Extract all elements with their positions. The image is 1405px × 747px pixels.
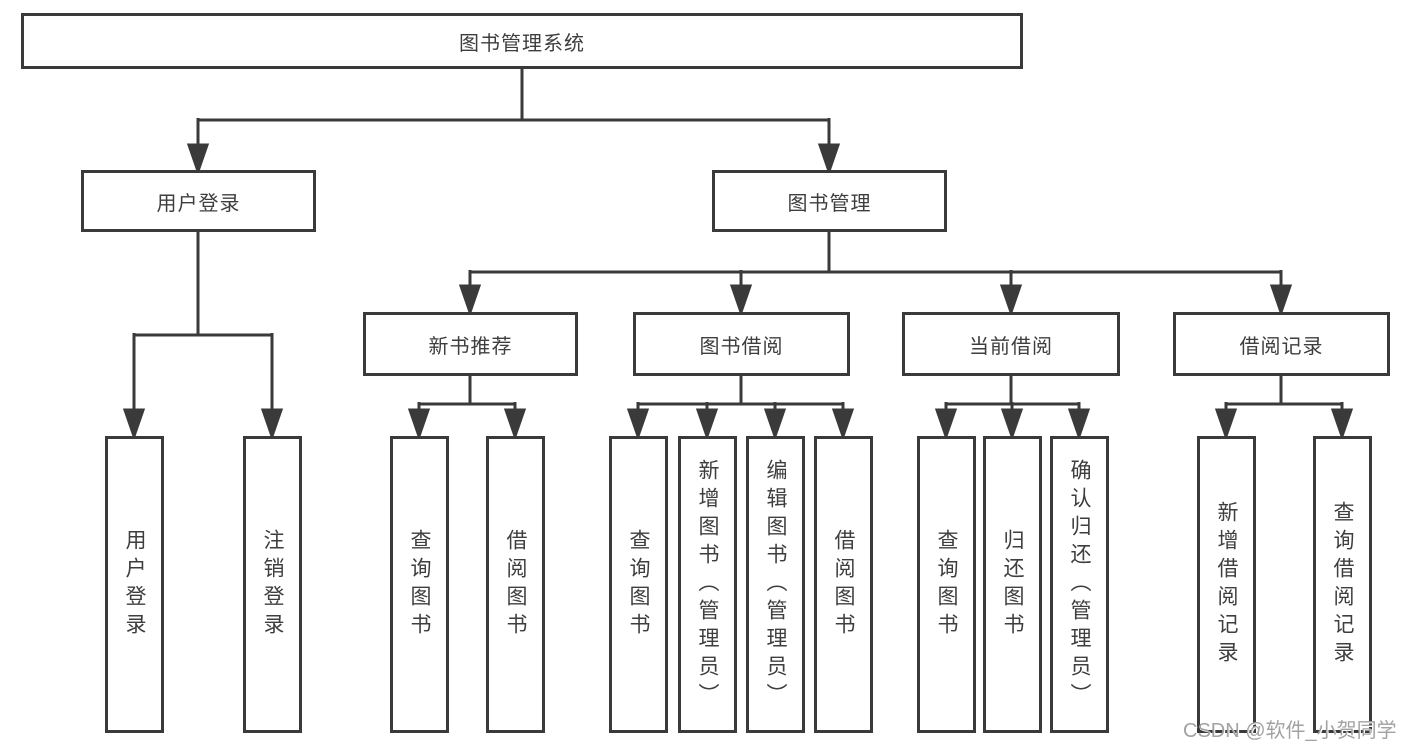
leaf-borrow-books-recommend: 借阅图书 [486, 436, 545, 733]
leaf-add-borrow-record: 新增借阅记录 [1197, 436, 1256, 733]
leaf-query-books-current: 查询图书 [917, 436, 976, 733]
leaf-borrow-books-borrowing-label: 借阅图书 [832, 528, 855, 641]
leaf-user-login-label: 用户登录 [123, 528, 146, 641]
leaf-borrow-books-borrowing: 借阅图书 [814, 436, 873, 733]
leaf-edit-book-admin-label: 编辑图书（管理员） [764, 458, 787, 711]
leaf-query-books-recommend: 查询图书 [390, 436, 449, 733]
node-current-borrowing-label: 当前借阅 [969, 335, 1053, 358]
leaf-confirm-return-admin: 确认归还（管理员） [1050, 436, 1109, 733]
node-root: 图书管理系统 [21, 13, 1023, 69]
leaf-add-borrow-record-label: 新增借阅记录 [1215, 500, 1238, 669]
leaf-query-books-recommend-label: 查询图书 [408, 528, 431, 641]
leaf-query-books-borrowing-label: 查询图书 [627, 528, 650, 641]
leaf-confirm-return-admin-label: 确认归还（管理员） [1068, 458, 1091, 711]
leaf-add-book-admin-label: 新增图书（管理员） [696, 458, 719, 711]
leaf-query-borrow-record-label: 查询借阅记录 [1331, 500, 1354, 669]
node-user-login: 用户登录 [81, 170, 316, 232]
node-book-borrowing: 图书借阅 [633, 312, 850, 376]
node-borrowing-records-label: 借阅记录 [1239, 335, 1324, 358]
node-borrowing-records: 借阅记录 [1173, 312, 1390, 376]
csdn-watermark: CSDN @软件_小贺同学 [1183, 720, 1397, 742]
node-new-book-recommend: 新书推荐 [363, 312, 578, 376]
node-current-borrowing: 当前借阅 [902, 312, 1120, 376]
leaf-logout: 注销登录 [243, 436, 302, 733]
node-book-borrowing-label: 图书借阅 [699, 335, 784, 358]
node-book-management: 图书管理 [712, 170, 947, 232]
leaf-return-books-label: 归还图书 [1001, 528, 1024, 641]
leaf-return-books: 归还图书 [983, 436, 1042, 733]
leaf-add-book-admin: 新增图书（管理员） [678, 436, 737, 733]
leaf-query-books-current-label: 查询图书 [935, 528, 958, 641]
node-root-label: 图书管理系统 [459, 32, 585, 55]
leaf-query-books-borrowing: 查询图书 [609, 436, 668, 733]
leaf-query-borrow-record: 查询借阅记录 [1313, 436, 1372, 733]
node-book-management-label: 图书管理 [787, 192, 872, 215]
node-user-login-label: 用户登录 [156, 192, 241, 215]
leaf-logout-label: 注销登录 [261, 528, 284, 641]
node-new-book-recommend-label: 新书推荐 [428, 335, 513, 358]
leaf-borrow-books-recommend-label: 借阅图书 [504, 528, 527, 641]
leaf-edit-book-admin: 编辑图书（管理员） [746, 436, 805, 733]
leaf-user-login: 用户登录 [105, 436, 164, 733]
